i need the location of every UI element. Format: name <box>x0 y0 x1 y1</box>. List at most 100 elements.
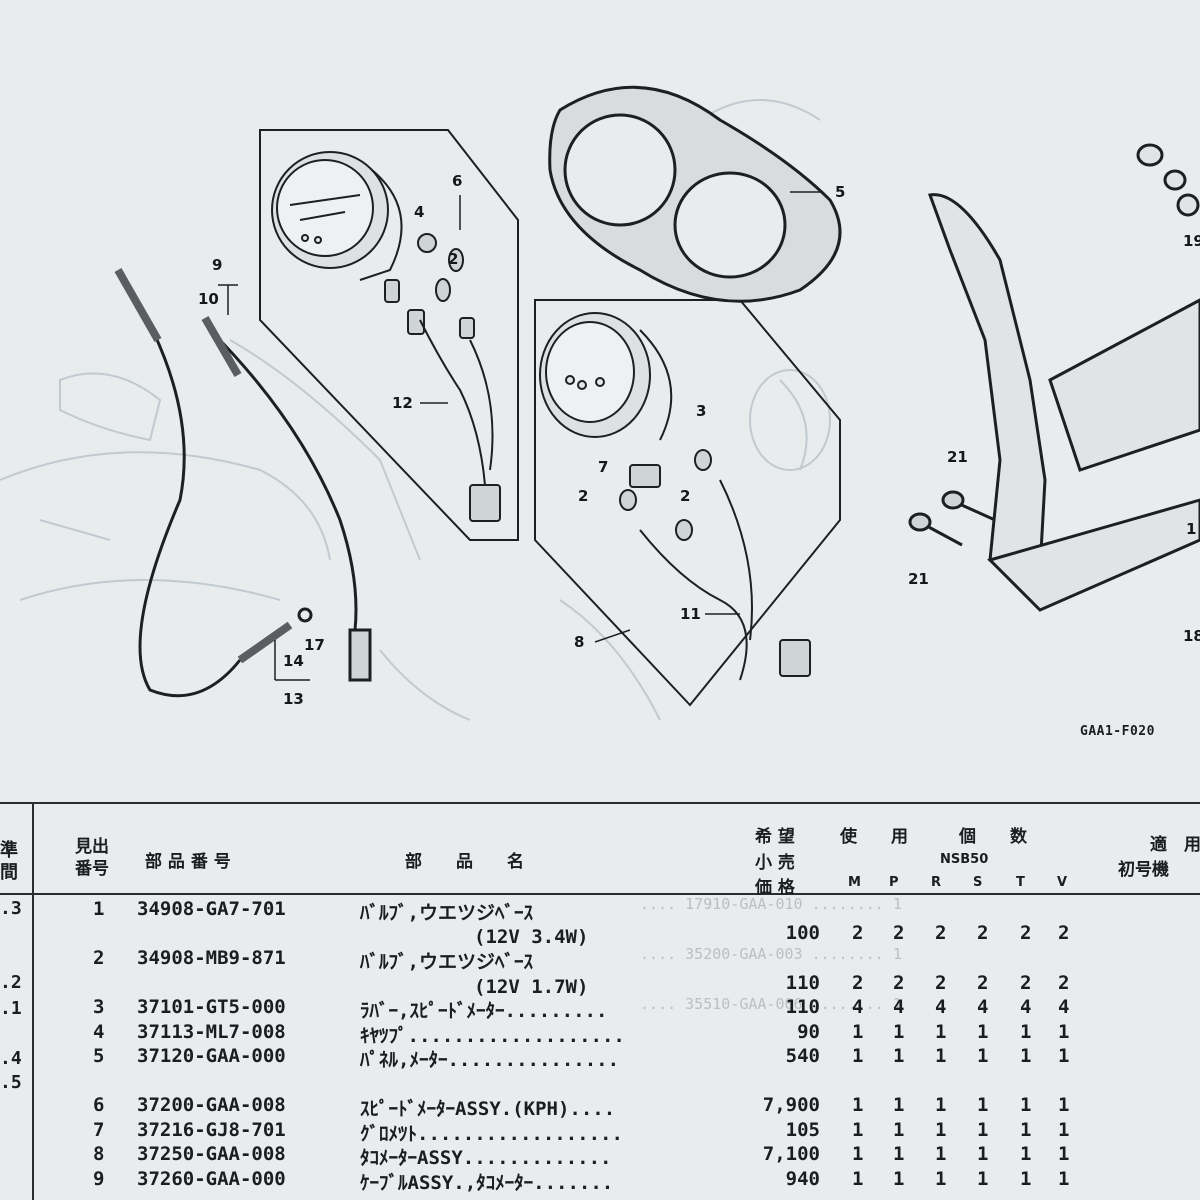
row-qty: 2 <box>977 922 989 944</box>
left-value-5: .5 <box>0 1072 22 1093</box>
row-qty: 1 <box>852 1094 864 1116</box>
row-qty: 1 <box>977 1168 989 1190</box>
row-qty: 2 <box>893 972 905 994</box>
row-qty: 4 <box>977 996 989 1018</box>
row-part-no: 34908-MB9-871 <box>137 947 286 969</box>
callout-9: 9 <box>212 256 223 274</box>
callout-12: 12 <box>392 394 413 412</box>
row-qty: 2 <box>1020 922 1032 944</box>
left-header-1: 準 <box>0 840 18 861</box>
row-qty: 1 <box>977 1045 989 1067</box>
row-ref-no: 5 <box>93 1045 105 1067</box>
header-price-c: 価 格 <box>755 878 795 898</box>
header-price-a: 希 望 <box>755 827 795 847</box>
row-qty: 1 <box>977 1143 989 1165</box>
row-part-no: 37260-GAA-000 <box>137 1168 286 1190</box>
callout-14: 14 <box>283 652 304 670</box>
row-qty: 2 <box>893 922 905 944</box>
row-qty: 2 <box>852 972 864 994</box>
row-part-name: ｹｰﾌﾞﾙASSY.,ﾀｺﾒｰﾀｰ....... <box>360 1172 614 1194</box>
row-qty: 1 <box>893 1021 905 1043</box>
row-qty: 2 <box>1058 922 1070 944</box>
row-ref-no: 1 <box>93 898 105 920</box>
row-price: 7,900 <box>762 1094 820 1116</box>
callout-3: 3 <box>696 402 707 420</box>
callout-2-left: 2 <box>578 487 589 505</box>
row-qty: 1 <box>977 1021 989 1043</box>
row-qty: 1 <box>1058 1143 1070 1165</box>
callout-17: 17 <box>304 636 325 654</box>
row-ref-no: 3 <box>93 996 105 1018</box>
callout-6: 6 <box>452 172 463 190</box>
row-part-no: 37101-GT5-000 <box>137 996 286 1018</box>
row-qty: 2 <box>852 922 864 944</box>
row-qty: 1 <box>977 1094 989 1116</box>
row-qty: 2 <box>935 972 947 994</box>
table-header-rule <box>0 893 1200 895</box>
row-ref-no: 2 <box>93 947 105 969</box>
row-qty: 1 <box>935 1094 947 1116</box>
callout-10: 10 <box>198 290 219 308</box>
row-qty: 4 <box>1058 996 1070 1018</box>
row-price: 105 <box>785 1119 820 1141</box>
row-qty: 2 <box>935 922 947 944</box>
row-qty: 1 <box>1058 1168 1070 1190</box>
row-part-name: ﾗﾊﾞｰ,ｽﾋﾟｰﾄﾞﾒｰﾀｰ......... <box>360 1000 608 1022</box>
row-qty: 2 <box>1020 972 1032 994</box>
row-qty: 1 <box>893 1045 905 1067</box>
left-value-3: .1 <box>0 998 22 1019</box>
row-qty: 1 <box>893 1094 905 1116</box>
callout-4: 4 <box>414 203 425 221</box>
row-part-no: 37120-GAA-000 <box>137 1045 286 1067</box>
row-ref-no: 6 <box>93 1094 105 1116</box>
row-qty: 2 <box>977 972 989 994</box>
row-qty: 1 <box>1020 1168 1032 1190</box>
row-qty: 1 <box>1058 1045 1070 1067</box>
row-price: 90 <box>797 1021 820 1043</box>
table-top-rule <box>0 802 1200 804</box>
row-qty: 1 <box>1020 1021 1032 1043</box>
left-value-1: .3 <box>0 898 22 919</box>
callout-18: 18 <box>1183 627 1200 645</box>
callout-11: 11 <box>680 605 701 623</box>
row-part-no: 37200-GAA-008 <box>137 1094 286 1116</box>
row-part-no: 37113-ML7-008 <box>137 1021 286 1043</box>
row-qty: 1 <box>1020 1119 1032 1141</box>
callout-8: 8 <box>574 633 585 651</box>
row-qty: 1 <box>893 1143 905 1165</box>
row-qty: 1 <box>1020 1045 1032 1067</box>
row-qty: 1 <box>893 1119 905 1141</box>
row-part-no: 34908-GA7-701 <box>137 898 286 920</box>
figure-code: GAA1-F020 <box>1080 724 1155 739</box>
row-part-name: ｷﾔﾂﾌﾟ................... <box>360 1025 625 1047</box>
header-ref-no: 見出 番号 <box>75 837 109 879</box>
callout-2-top: 2 <box>448 250 459 268</box>
row-qty: 1 <box>1058 1119 1070 1141</box>
parts-table: 準 間 .3 .2 .1 .4 .5 見出 番号 部 品 番 号 部 品 名 希… <box>0 800 1200 1200</box>
row-price: 7,100 <box>762 1143 820 1165</box>
header-usage: 使 用 個 数 <box>840 827 1027 847</box>
row-part-name: ﾊﾞﾙﾌﾞ,ウエツジﾍﾞｰｽ <box>360 902 533 924</box>
callout-19: 19 <box>1183 232 1200 250</box>
header-price-b: 小 売 <box>755 853 795 873</box>
row-ref-no: 4 <box>93 1021 105 1043</box>
left-value-4: .4 <box>0 1048 22 1069</box>
header-first-machine: 初号機 <box>1118 860 1169 880</box>
header-variant-p: P <box>889 875 899 890</box>
row-qty: 1 <box>935 1045 947 1067</box>
row-qty: 4 <box>935 996 947 1018</box>
diagram-drawing <box>0 85 1200 721</box>
row-qty: 1 <box>1020 1094 1032 1116</box>
row-qty: 4 <box>893 996 905 1018</box>
row-ref-no: 7 <box>93 1119 105 1141</box>
callout-13: 13 <box>283 690 304 708</box>
row-part-no: 37216-GJ8-701 <box>137 1119 286 1141</box>
header-variant-v: V <box>1057 875 1068 890</box>
row-part-name: ｽﾋﾟｰﾄﾞﾒｰﾀｰASSY.(KPH).... <box>360 1098 616 1120</box>
callout-1: 1 <box>1186 520 1197 538</box>
header-variant-m: M <box>848 875 861 890</box>
header-part-no: 部 品 番 号 <box>145 852 231 872</box>
row-part-name: (12V 3.4W) <box>360 926 589 948</box>
row-qty: 4 <box>852 996 864 1018</box>
row-part-name: ﾊﾞﾙﾌﾞ,ウエツジﾍﾞｰｽ <box>360 951 533 973</box>
